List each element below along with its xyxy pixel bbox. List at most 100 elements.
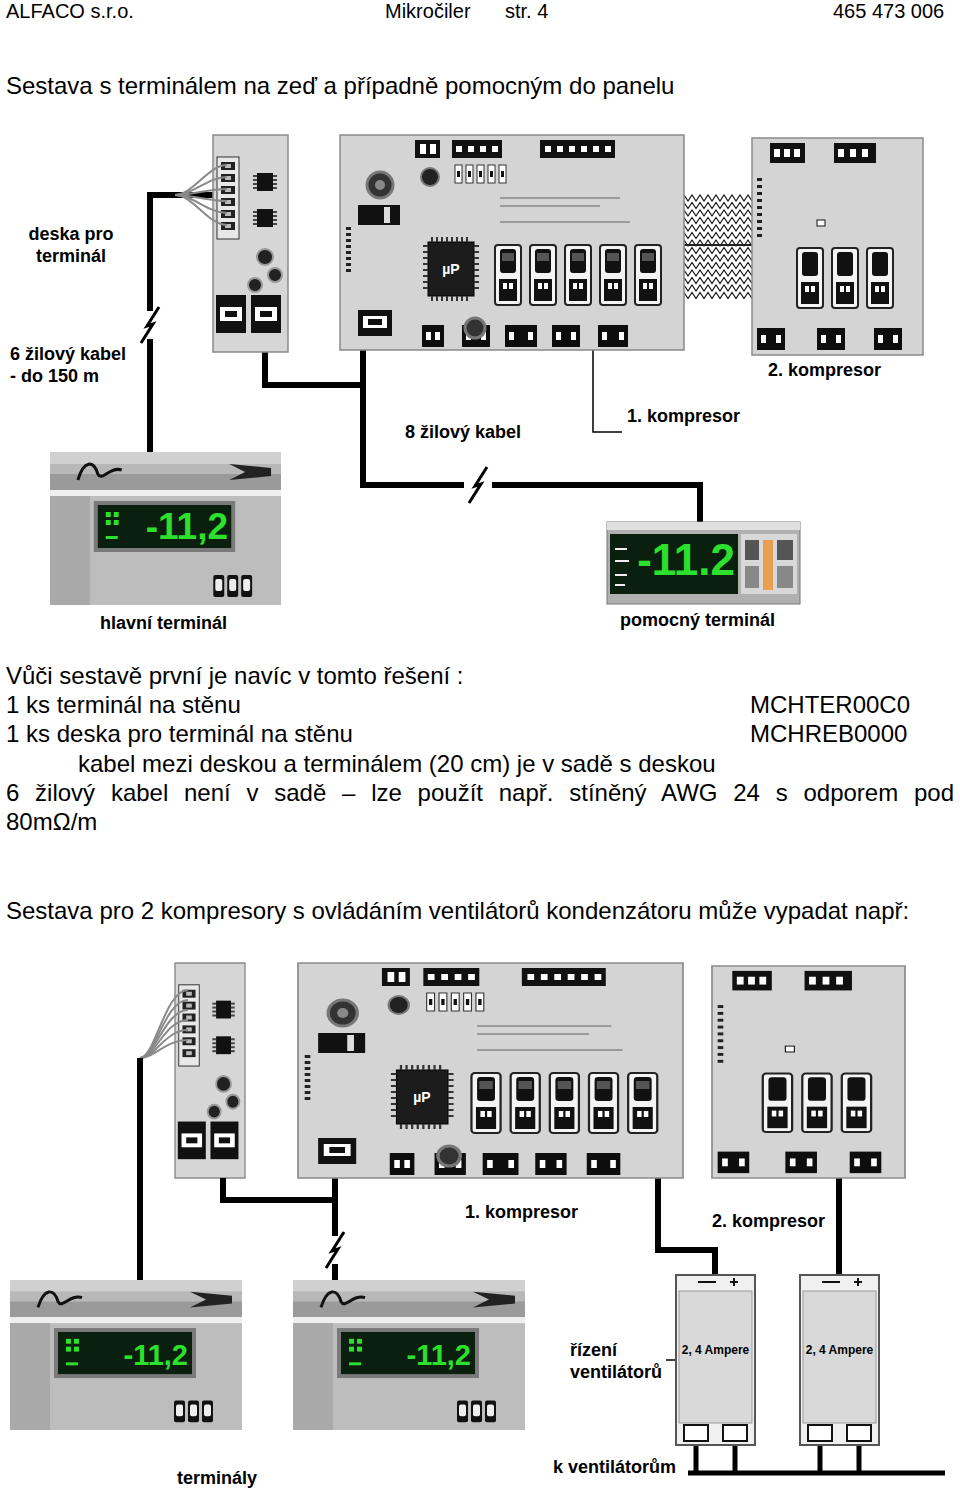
wire <box>140 1020 188 1058</box>
connector <box>776 335 781 343</box>
pin-strip <box>305 1061 311 1064</box>
relay <box>840 286 844 292</box>
jumper <box>457 171 460 177</box>
node-illustration <box>298 963 683 1178</box>
capacitor <box>328 1000 357 1026</box>
rating-label: 2, 4 Ampere <box>802 1343 877 1357</box>
pin-strip <box>346 251 351 254</box>
connector <box>210 1122 238 1160</box>
relay <box>633 1107 653 1129</box>
ic-pin <box>273 211 277 213</box>
status-led <box>66 1347 71 1352</box>
ic-chip <box>216 1036 231 1054</box>
relay <box>811 286 815 292</box>
ic-pin <box>273 179 277 181</box>
pin-strip <box>757 234 762 237</box>
microcontroller-chip <box>396 1070 447 1124</box>
connector <box>874 328 902 350</box>
ic-pin <box>474 281 479 283</box>
status-led <box>114 520 119 525</box>
status-icon <box>615 574 627 576</box>
ic-pin <box>474 275 479 277</box>
connector <box>415 140 440 158</box>
relay <box>569 279 587 301</box>
relay <box>614 283 618 289</box>
connector <box>388 972 395 982</box>
key-button <box>229 579 236 591</box>
relay <box>555 1077 573 1101</box>
ic-pin <box>417 1124 419 1129</box>
ic-pin <box>411 1065 413 1070</box>
ic-pin <box>423 281 428 283</box>
display-reading: -11,2 <box>349 1340 471 1372</box>
microcontroller-chip <box>428 242 474 296</box>
controller-housing <box>800 1275 879 1445</box>
jumper <box>466 165 473 183</box>
status-led <box>74 1347 79 1352</box>
capacitor <box>248 278 262 292</box>
screw-terminal <box>221 210 235 218</box>
expansion-board: 2. kompresor <box>712 966 905 1178</box>
ic-pin <box>212 1042 216 1044</box>
pin-strip <box>757 199 762 202</box>
connector <box>318 1138 356 1164</box>
display-bezel <box>54 1328 196 1378</box>
display-reading: -11,2 <box>66 1340 188 1372</box>
rating-label: 2, 4 Ampere <box>678 1343 753 1357</box>
ribbon-cable <box>684 270 752 276</box>
key-button <box>777 566 793 588</box>
pin-strip <box>718 1005 724 1008</box>
jumper <box>477 165 484 183</box>
relay <box>471 1073 500 1133</box>
connector <box>834 143 876 163</box>
ic-pin <box>448 1103 454 1105</box>
jumper <box>468 171 471 177</box>
pin-strip <box>305 1067 311 1070</box>
connector <box>854 1158 860 1166</box>
ic-pin <box>231 1011 235 1013</box>
ic-pin <box>212 1007 216 1009</box>
key-button <box>459 1405 466 1417</box>
connector <box>225 311 237 317</box>
relay <box>520 1111 524 1117</box>
status-icon <box>615 560 629 562</box>
ic-pin <box>400 1124 402 1129</box>
connector <box>770 143 805 163</box>
ic-pin <box>446 296 448 301</box>
caption: 1. kompresor <box>465 1201 615 1223</box>
pin-strip <box>757 206 762 209</box>
connector <box>774 149 780 157</box>
ribbon-cable <box>684 218 752 224</box>
connector <box>178 1122 206 1160</box>
chip-label: µP <box>401 1088 443 1106</box>
ic-pin <box>474 263 479 265</box>
ic-pin <box>474 245 479 247</box>
circuit-board <box>340 135 684 350</box>
ic-pin <box>391 1115 397 1117</box>
connector <box>182 1133 203 1147</box>
ribbon-cable <box>684 244 752 246</box>
controller-panel <box>803 1291 876 1423</box>
relay <box>644 1111 648 1117</box>
ribbon-cable <box>684 248 752 254</box>
relay <box>480 1111 484 1117</box>
connector <box>587 1153 621 1175</box>
connector <box>723 1425 747 1441</box>
key-panel <box>741 534 797 594</box>
node-illustration <box>340 135 684 350</box>
diode <box>358 205 400 225</box>
status-led <box>349 1347 354 1352</box>
relay <box>550 1073 579 1133</box>
leader-line <box>593 350 622 432</box>
ic-pin <box>451 296 453 301</box>
ribbon-cable <box>684 278 752 284</box>
relay <box>593 1107 613 1129</box>
capacitor <box>421 168 439 186</box>
connector <box>757 328 785 350</box>
connector <box>718 1152 750 1173</box>
circuit-board <box>213 135 288 352</box>
connector <box>823 977 830 985</box>
key-button <box>471 1401 482 1423</box>
screw-terminal <box>221 198 235 206</box>
ic-pin <box>231 1042 235 1044</box>
